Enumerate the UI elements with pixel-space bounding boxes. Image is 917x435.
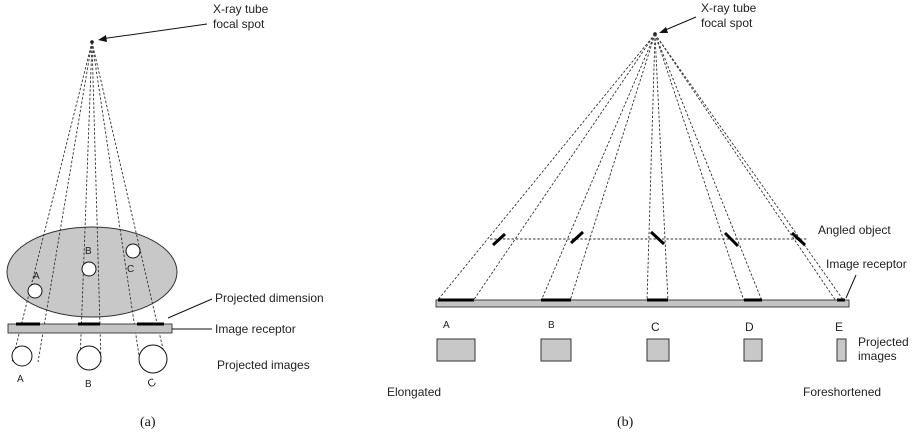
projected-dimension-pointer <box>167 298 213 319</box>
angled-object-a <box>491 232 507 247</box>
ray-lines-a <box>11 41 167 363</box>
object-b <box>81 261 97 277</box>
panel-a: A B C A B C X-ray tube focal spot Projec… <box>6 2 324 430</box>
caption-b: (b) <box>617 415 634 430</box>
projected-image-e-b <box>836 338 847 362</box>
elongated-label: Elongated <box>387 385 441 399</box>
object-a <box>27 283 43 299</box>
object-c <box>125 243 141 259</box>
projected-image-c <box>138 344 168 374</box>
source-label-b-line2: focal spot <box>701 16 753 30</box>
caption-a: (a) <box>140 415 156 430</box>
projected-image-b <box>76 345 102 371</box>
source-arrow-a <box>100 23 208 40</box>
source-label-a-line1: X-ray tube <box>213 2 269 16</box>
source-arrow-b <box>662 16 697 32</box>
object-label-a: A <box>33 271 40 282</box>
source-arrowhead-a <box>98 35 107 42</box>
projected-image-c-b <box>646 338 670 362</box>
image-label-a-b: A <box>443 320 450 331</box>
image-label-c: C <box>146 376 159 390</box>
projected-image-a <box>11 345 33 367</box>
image-label-c-b: C <box>651 320 660 334</box>
image-receptor-label-b: Image receptor <box>826 257 907 271</box>
projected-images-label-a: Projected images <box>217 358 310 372</box>
image-label-e-b: E <box>835 320 843 334</box>
object-label-c: C <box>127 264 134 275</box>
object-label-b: B <box>85 246 92 257</box>
panel-b: A B C D E X-ray tube focal spot Angled o… <box>387 1 909 430</box>
image-receptor-pointer-b <box>845 274 857 299</box>
foreshortened-label: Foreshortened <box>803 385 881 399</box>
projected-images-label-b-line1: Projected <box>858 335 909 349</box>
source-arrowhead-b <box>659 27 668 33</box>
image-receptor-label-a: Image receptor <box>215 322 296 336</box>
image-label-a: A <box>17 374 24 385</box>
projected-image-b-b <box>540 338 572 362</box>
image-label-b: B <box>85 379 92 390</box>
angled-object-b <box>569 230 585 245</box>
angled-object-d <box>723 231 740 248</box>
image-label-d-b: D <box>745 320 754 334</box>
projected-images-label-b-line2: images <box>858 349 897 363</box>
angled-object-e <box>790 231 807 247</box>
image-label-b-b: B <box>548 320 555 331</box>
source-label-a-line2: focal spot <box>213 17 265 31</box>
image-receptor-b <box>435 299 850 308</box>
angled-object-label: Angled object <box>818 223 891 237</box>
projected-image-d-b <box>743 338 763 362</box>
source-label-b-line1: X-ray tube <box>701 1 757 15</box>
ray-lines-b <box>436 33 845 302</box>
projected-image-a-b <box>436 338 476 362</box>
angled-object-c <box>649 230 666 246</box>
projected-dimension-label: Projected dimension <box>215 291 324 305</box>
